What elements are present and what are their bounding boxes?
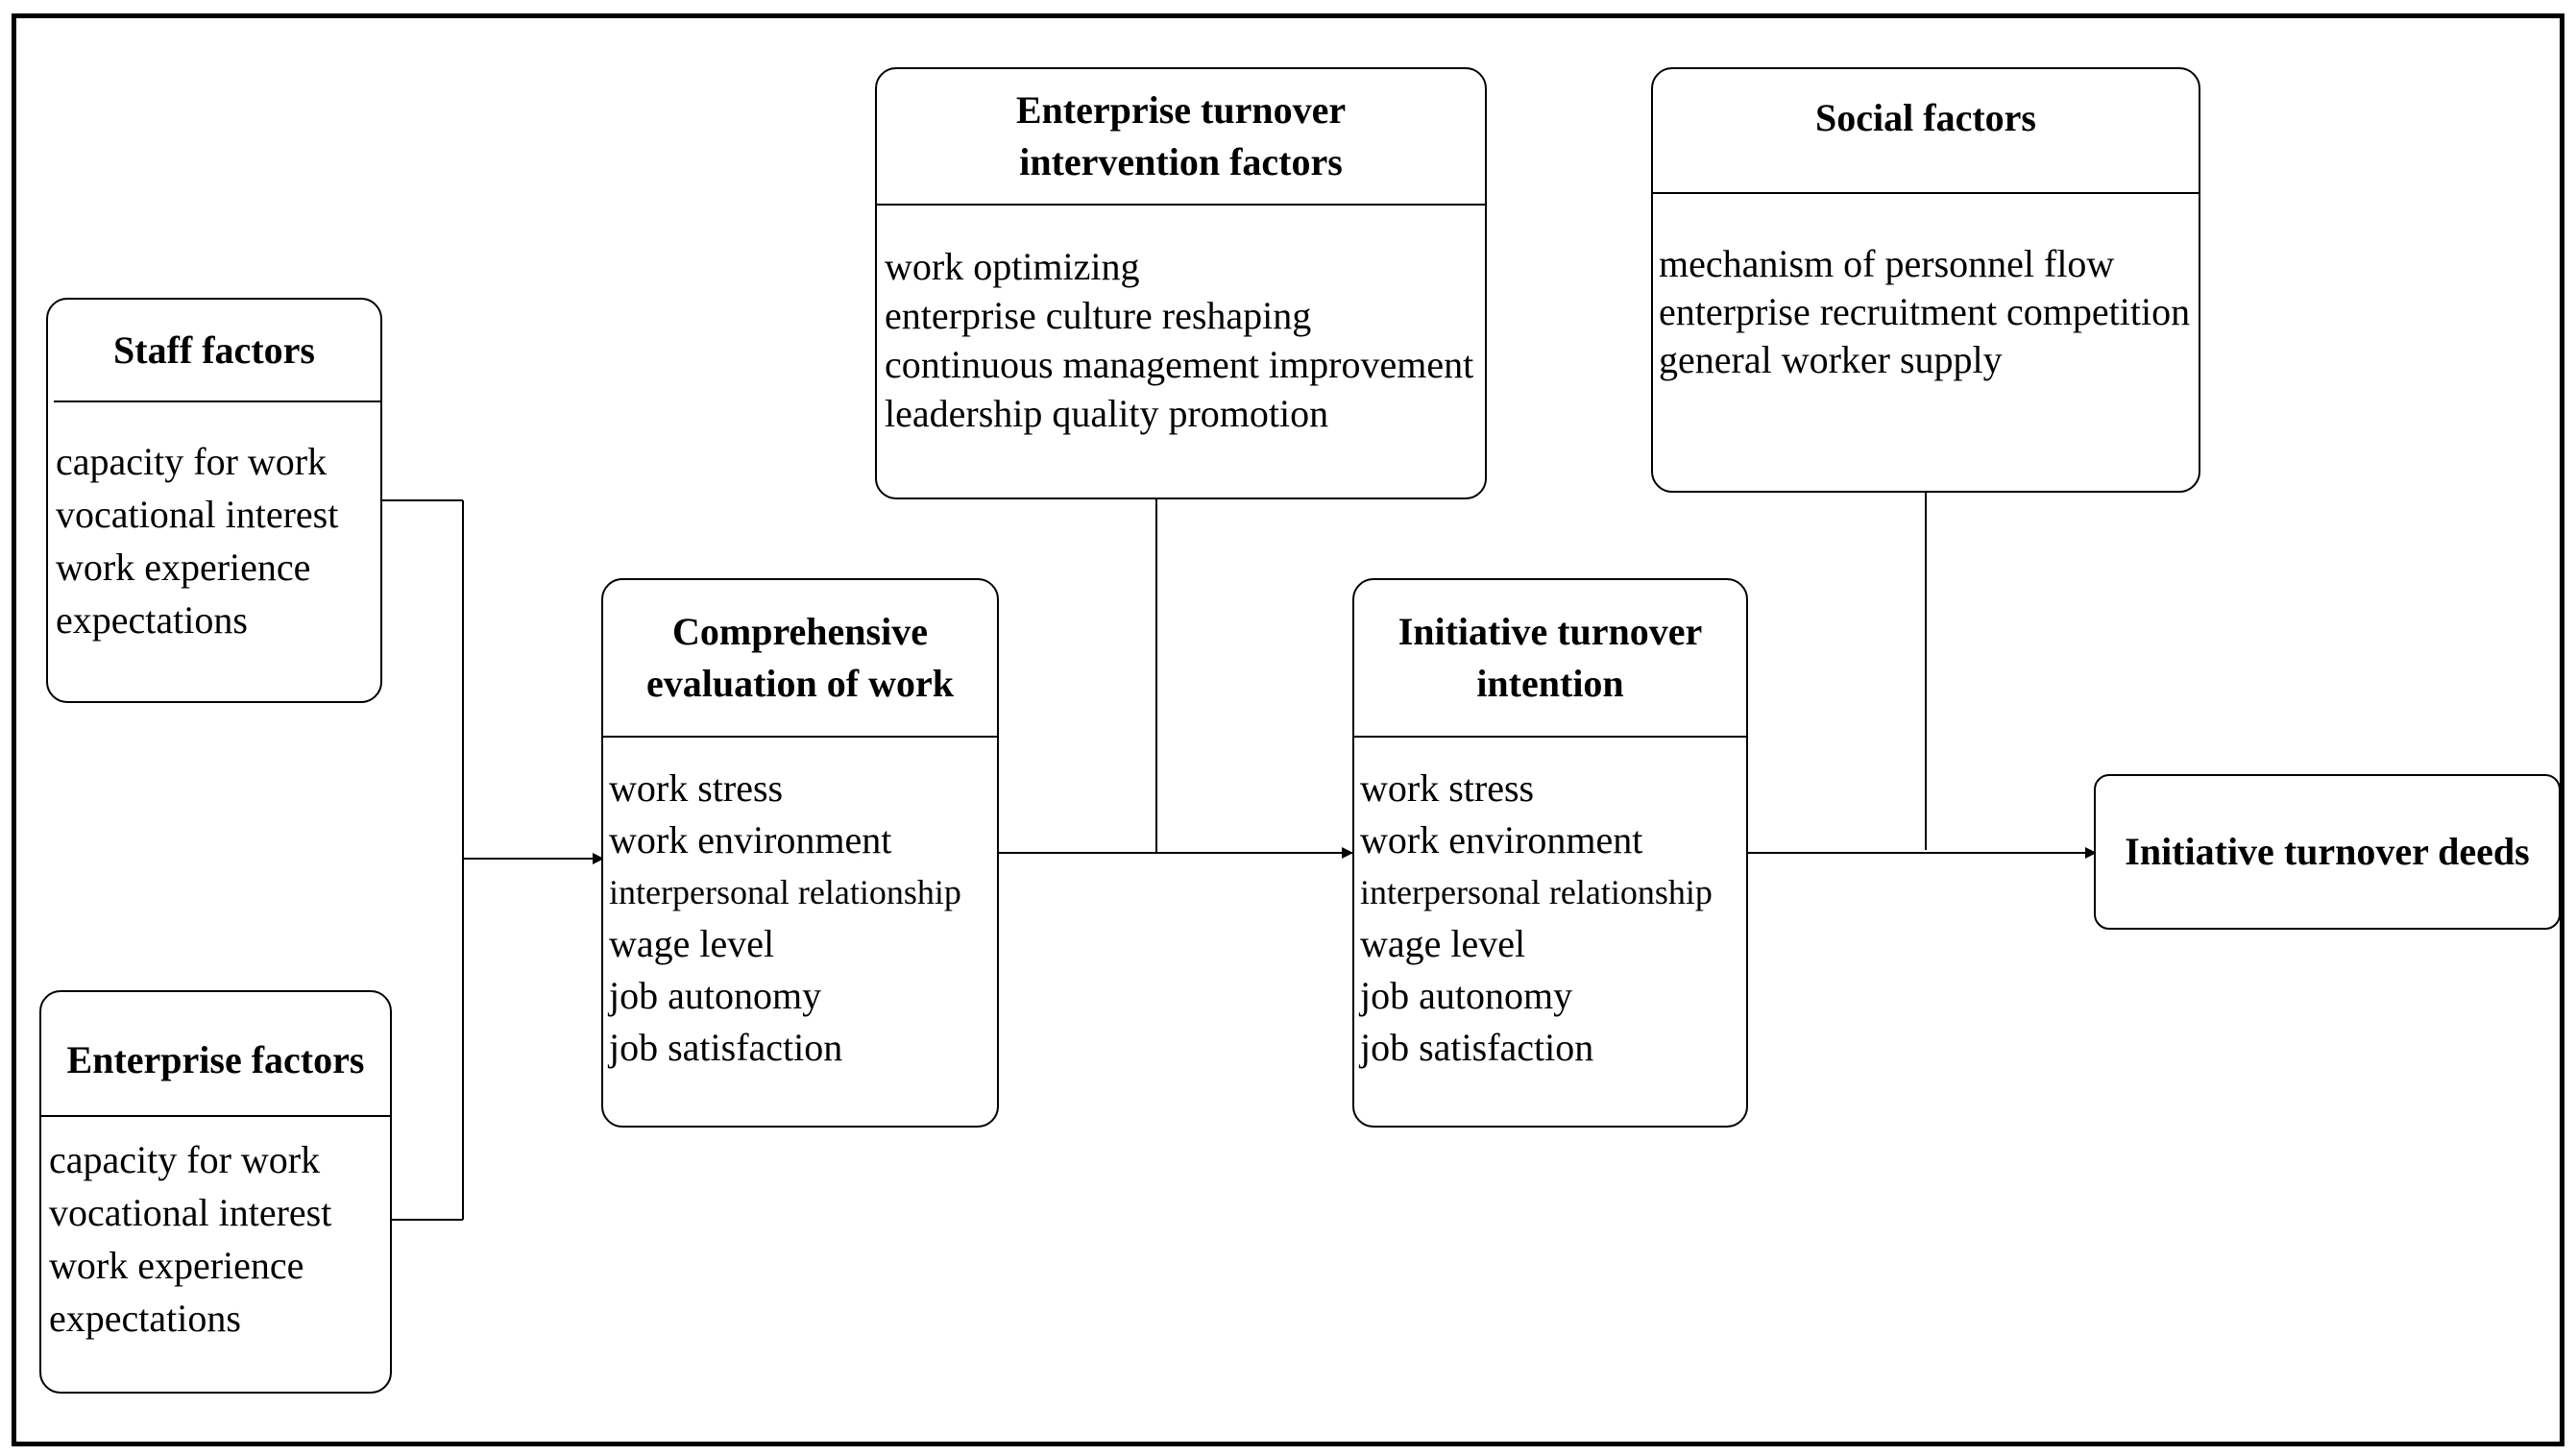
list-item: capacity for work bbox=[49, 1138, 321, 1181]
box-title: Enterprise turnover intervention factors bbox=[877, 69, 1485, 204]
item-list: work optimizing enterprise culture resha… bbox=[877, 206, 1485, 438]
box-title: Initiative turnover intention bbox=[1354, 580, 1746, 736]
list-item: wage level bbox=[1360, 922, 1526, 965]
box-social-factors: Social factors mechanism of personnel fl… bbox=[1651, 67, 2200, 493]
list-item: work experience bbox=[56, 546, 311, 589]
list-item: work stress bbox=[609, 766, 784, 810]
list-item: mechanism of personnel flow bbox=[1659, 242, 2115, 285]
list-item: job satisfaction bbox=[1360, 1026, 1594, 1069]
list-item: wage level bbox=[609, 922, 775, 965]
list-item: enterprise recruitment competition bbox=[1659, 290, 2191, 333]
list-item: job autonomy bbox=[1360, 974, 1573, 1017]
list-item: interpersonal relationship bbox=[1360, 873, 1713, 911]
box-title: Enterprise factors bbox=[66, 1038, 365, 1081]
title-line: Initiative turnover bbox=[1397, 610, 1703, 653]
list-item: work optimizing bbox=[885, 245, 1140, 288]
box-comprehensive-evaluation: Comprehensive evaluation of work work st… bbox=[601, 578, 999, 1128]
title-line: Comprehensive bbox=[672, 610, 928, 653]
box-intervention-factors: Enterprise turnover intervention factors… bbox=[875, 67, 1487, 499]
box-divider bbox=[603, 736, 997, 738]
list-item: vocational interest bbox=[56, 493, 339, 536]
list-item: enterprise culture reshaping bbox=[885, 294, 1312, 337]
item-list: work stress work environment interperson… bbox=[1354, 738, 1746, 1074]
title-line: evaluation of work bbox=[646, 662, 954, 705]
title-line: intention bbox=[1476, 662, 1624, 705]
box-divider bbox=[877, 204, 1485, 206]
outer-frame bbox=[12, 13, 2564, 1446]
list-item: work experience bbox=[49, 1244, 304, 1287]
box-title: Comprehensive evaluation of work bbox=[603, 580, 997, 736]
box-enterprise-factors: Enterprise factors capacity for work voc… bbox=[39, 990, 392, 1394]
list-item: work stress bbox=[1360, 766, 1535, 810]
item-list: capacity for work vocational interest wo… bbox=[48, 402, 380, 646]
box-divider bbox=[41, 1115, 390, 1117]
list-item: expectations bbox=[49, 1297, 241, 1340]
list-item: leadership quality promotion bbox=[885, 392, 1329, 435]
list-item: expectations bbox=[56, 598, 248, 642]
box-staff-factors: Staff factors capacity for work vocation… bbox=[46, 298, 382, 703]
box-divider bbox=[1354, 736, 1746, 738]
box-title: Staff factors bbox=[113, 328, 315, 372]
list-item: capacity for work bbox=[56, 440, 328, 483]
list-item: continuous management improvement bbox=[885, 343, 1474, 386]
list-item: vocational interest bbox=[49, 1191, 332, 1234]
list-item: general worker supply bbox=[1659, 338, 2003, 381]
item-list: work stress work environment interperson… bbox=[603, 738, 997, 1074]
box-turnover-intention: Initiative turnover intention work stres… bbox=[1352, 578, 1748, 1128]
title-line: Enterprise turnover bbox=[1015, 88, 1347, 132]
item-list: mechanism of personnel flow enterprise r… bbox=[1653, 194, 2199, 384]
item-list: capacity for work vocational interest wo… bbox=[41, 1117, 390, 1345]
list-item: interpersonal relationship bbox=[609, 873, 961, 911]
box-title: Social factors bbox=[1815, 96, 2036, 139]
list-item: job autonomy bbox=[609, 974, 822, 1017]
list-item: work environment bbox=[1360, 818, 1643, 861]
box-divider bbox=[1653, 192, 2199, 194]
box-divider bbox=[54, 400, 380, 402]
box-title: Initiative turnover deeds bbox=[2125, 830, 2530, 873]
box-turnover-deeds: Initiative turnover deeds bbox=[2094, 774, 2561, 930]
list-item: job satisfaction bbox=[609, 1026, 843, 1069]
list-item: work environment bbox=[609, 818, 892, 861]
title-line: intervention factors bbox=[1019, 140, 1343, 183]
